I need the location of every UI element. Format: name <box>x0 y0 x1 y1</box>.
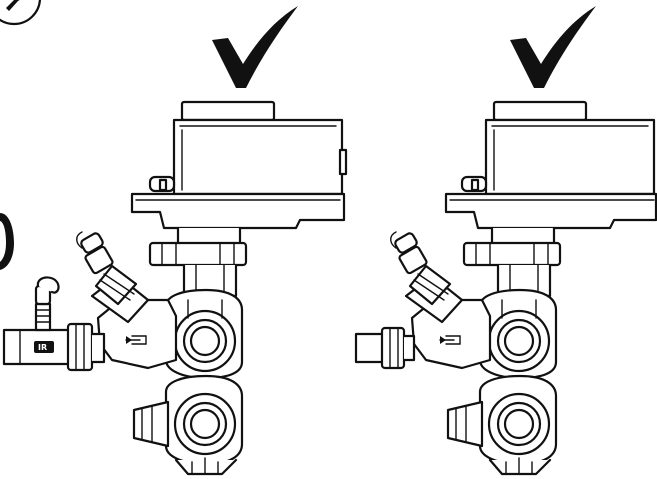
wrench-circle-icon <box>0 0 42 26</box>
panel-left: IR <box>2 6 348 476</box>
valve-port-lower <box>478 374 558 466</box>
panel-right <box>354 6 657 476</box>
valve-port-upper <box>478 288 558 380</box>
actuator-housing <box>484 118 656 196</box>
actuator-housing <box>172 118 344 196</box>
mounting-plate <box>444 192 657 230</box>
valve-port-lower <box>164 374 244 466</box>
actuator-cap <box>180 100 276 122</box>
actuator-cap <box>492 100 588 122</box>
angled-bonnet <box>390 231 464 324</box>
side-valve-badge <box>34 341 54 353</box>
valve-port-upper <box>164 288 244 380</box>
release-knob <box>148 175 176 193</box>
mounting-plate <box>130 192 346 230</box>
cut-off-label-icon <box>0 213 14 270</box>
angled-bonnet <box>76 231 150 324</box>
check-mark-icon <box>510 6 596 88</box>
release-knob <box>460 175 488 193</box>
end-fitting <box>354 326 416 370</box>
side-valve-badge-label: IR <box>38 343 47 352</box>
coupling-nut <box>462 241 562 267</box>
coupling-nut <box>148 241 248 267</box>
check-mark-icon <box>212 6 298 88</box>
side-valve: IR <box>2 276 106 372</box>
